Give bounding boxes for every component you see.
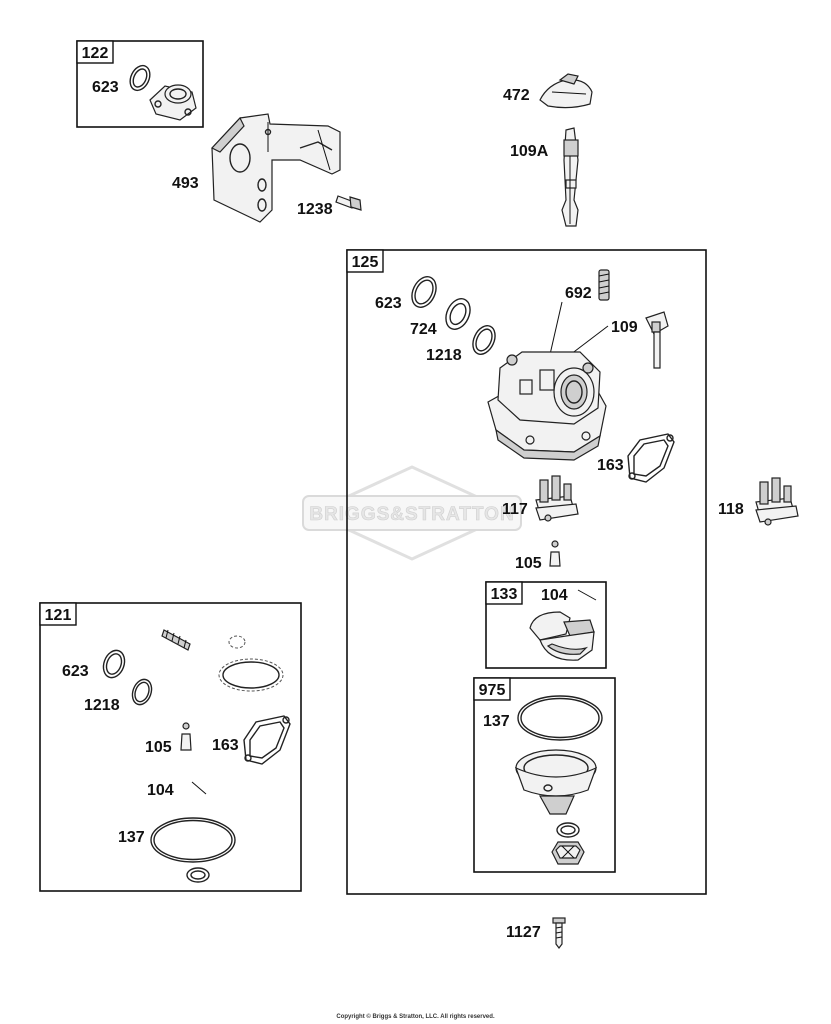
label-623-kit125[interactable]: 623 — [375, 295, 402, 312]
kit-121-group: 121 — [39, 602, 302, 892]
carburetor-body[interactable] — [487, 351, 607, 461]
gasket-part-163-kit121[interactable] — [243, 715, 291, 765]
label-472[interactable]: 472 — [503, 87, 530, 104]
pin-part-104-kit121[interactable] — [191, 781, 207, 795]
kit-122-group: 122 623 — [76, 40, 204, 128]
kit-121-box — [39, 602, 302, 892]
gasket-724[interactable] — [441, 295, 474, 333]
label-104-kit133[interactable]: 104 — [541, 587, 568, 604]
kit-133-group: 133 — [485, 581, 607, 669]
pin-part-104-kit133[interactable] — [577, 589, 597, 601]
o-ring-1218-kit121[interactable] — [129, 677, 155, 708]
kit-975-tag — [473, 677, 511, 701]
label-105-kit125[interactable]: 105 — [515, 555, 542, 572]
label-692[interactable]: 692 — [565, 285, 592, 302]
label-137-kit975[interactable]: 137 — [483, 713, 510, 730]
kit-121-tag — [39, 602, 77, 626]
kit-121-label: 121 — [45, 607, 72, 624]
label-623-kit121[interactable]: 623 — [62, 663, 89, 680]
brand-watermark: BRIGGS&STRATTON — [302, 465, 522, 561]
gasket-part-163-kit125[interactable] — [627, 433, 675, 483]
label-109a[interactable]: 109A — [510, 143, 549, 160]
copyright-notice: Copyright © Briggs & Stratton, LLC. All … — [336, 1014, 495, 1020]
label-493[interactable]: 493 — [172, 175, 199, 192]
kit-133-label: 133 — [491, 586, 518, 603]
kit-125-label: 125 — [352, 254, 379, 271]
kit-125-tag — [346, 249, 384, 273]
parts-diagram: BRIGGS&STRATTON 122 623 493 1238 — [39, 40, 799, 949]
bowl-nut[interactable] — [551, 841, 585, 865]
label-117[interactable]: 117 — [502, 501, 528, 518]
kit-122-label: 122 — [82, 45, 109, 62]
label-109[interactable]: 109 — [611, 319, 638, 336]
o-ring-623-kit121[interactable] — [100, 647, 128, 680]
fitting-part-118[interactable] — [755, 477, 799, 526]
kit-975-group: 975 — [473, 677, 616, 873]
label-118[interactable]: 118 — [718, 501, 744, 518]
throttle-shaft-part-109[interactable] — [645, 311, 669, 369]
dashed-ring-kit121[interactable] — [218, 658, 284, 692]
kit-133-box — [485, 581, 607, 669]
knob-part-472[interactable] — [539, 73, 593, 109]
float-bowl-part[interactable] — [514, 749, 598, 815]
choke-shaft-part-109a[interactable] — [561, 127, 579, 227]
kit-975-box — [473, 677, 616, 873]
label-1238[interactable]: 1238 — [297, 201, 333, 218]
label-104-kit121[interactable]: 104 — [147, 782, 174, 799]
jet-part-105-kit121[interactable] — [180, 722, 192, 751]
label-1127[interactable]: 1127 — [506, 924, 541, 941]
kit-125-box — [346, 249, 707, 895]
fitting-part-117[interactable] — [535, 475, 579, 522]
bowl-washer[interactable] — [556, 822, 580, 838]
kit-133-tag — [485, 581, 523, 605]
spring-part-kit121[interactable] — [161, 629, 191, 651]
kit-122-box — [76, 40, 204, 128]
o-ring-623-kit122[interactable] — [126, 62, 153, 93]
bracket-part-493[interactable] — [211, 113, 341, 223]
watermark-text: BRIGGS&STRATTON — [309, 504, 514, 525]
small-washer-kit121[interactable] — [228, 635, 246, 649]
o-ring-137-kit121[interactable] — [150, 817, 236, 863]
label-724[interactable]: 724 — [410, 321, 437, 338]
label-105-kit121[interactable]: 105 — [145, 739, 172, 756]
label-163-kit121[interactable]: 163 — [212, 737, 239, 754]
float-part-133[interactable] — [529, 611, 595, 661]
spring-part-692[interactable] — [598, 269, 610, 301]
kit-975-label: 975 — [479, 682, 506, 699]
kit-122-tag — [76, 40, 114, 64]
jet-part-105-kit125[interactable] — [549, 540, 561, 567]
label-163-kit125[interactable]: 163 — [597, 457, 624, 474]
label-1218-kit125[interactable]: 1218 — [426, 347, 462, 364]
o-ring-623-kit125[interactable] — [407, 273, 440, 311]
screw-part-1127[interactable] — [552, 917, 566, 949]
label-623-kit122[interactable]: 623 — [92, 79, 119, 96]
washer-kit121[interactable] — [186, 867, 210, 883]
o-ring-1218-kit125[interactable] — [469, 322, 500, 358]
bolt-part-1238[interactable] — [335, 195, 362, 211]
label-137-kit121[interactable]: 137 — [118, 829, 145, 846]
kit-125-group: 125 — [346, 249, 707, 895]
intake-elbow-part[interactable] — [149, 84, 197, 121]
o-ring-137-kit975[interactable] — [517, 695, 603, 741]
label-1218-kit121[interactable]: 1218 — [84, 697, 120, 714]
